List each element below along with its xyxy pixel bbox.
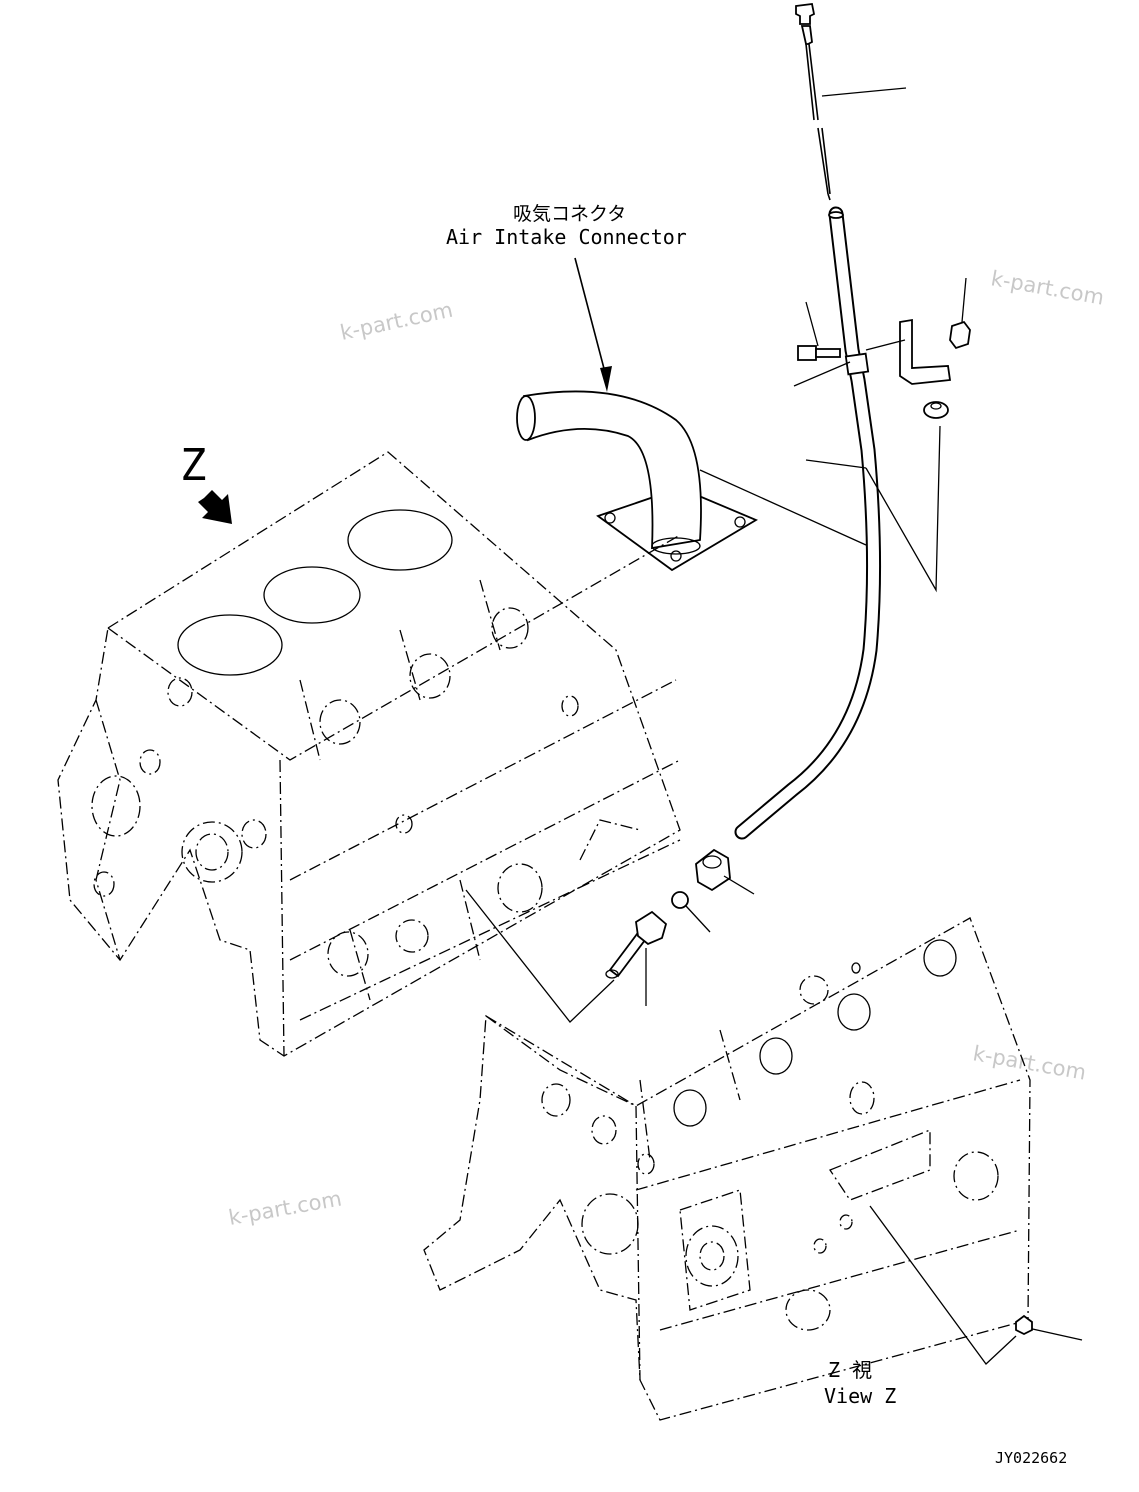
air-intake-label-jp: 吸気コネクタ: [513, 203, 626, 225]
adapter-bushing: [695, 848, 755, 895]
view-z-label-en: View Z: [824, 1384, 896, 1408]
watermark-2: k-part.com: [989, 266, 1106, 309]
engine-block-main: [57, 451, 681, 1057]
air-intake-connector: [516, 390, 867, 572]
dipstick-gauge: [795, 3, 907, 201]
engine-block-view-z: [423, 917, 1031, 1421]
watermark-1: k-part.com: [338, 298, 455, 345]
drawing-number: JY022662: [995, 1449, 1067, 1467]
dipstick-tube: [734, 206, 941, 840]
o-ring: [671, 891, 711, 933]
view-z-label-jp: Z 視: [828, 1358, 872, 1382]
watermark-4: k-part.com: [227, 1186, 344, 1229]
air-intake-label-en: Air Intake Connector: [446, 225, 687, 249]
drain-plug: [1015, 1314, 1033, 1336]
bracket-bolt: [793, 301, 851, 387]
washer: [923, 401, 949, 419]
view-z-leaders: [869, 1205, 1083, 1365]
view-letter: Z: [180, 440, 207, 491]
dipstick-nipple: [605, 910, 668, 1006]
view-z-arrow: [198, 490, 232, 524]
flange-nut: [949, 277, 971, 350]
air-intake-leader: [574, 257, 612, 392]
clamp-bracket: [865, 318, 952, 385]
block-leaders: [465, 889, 615, 1023]
